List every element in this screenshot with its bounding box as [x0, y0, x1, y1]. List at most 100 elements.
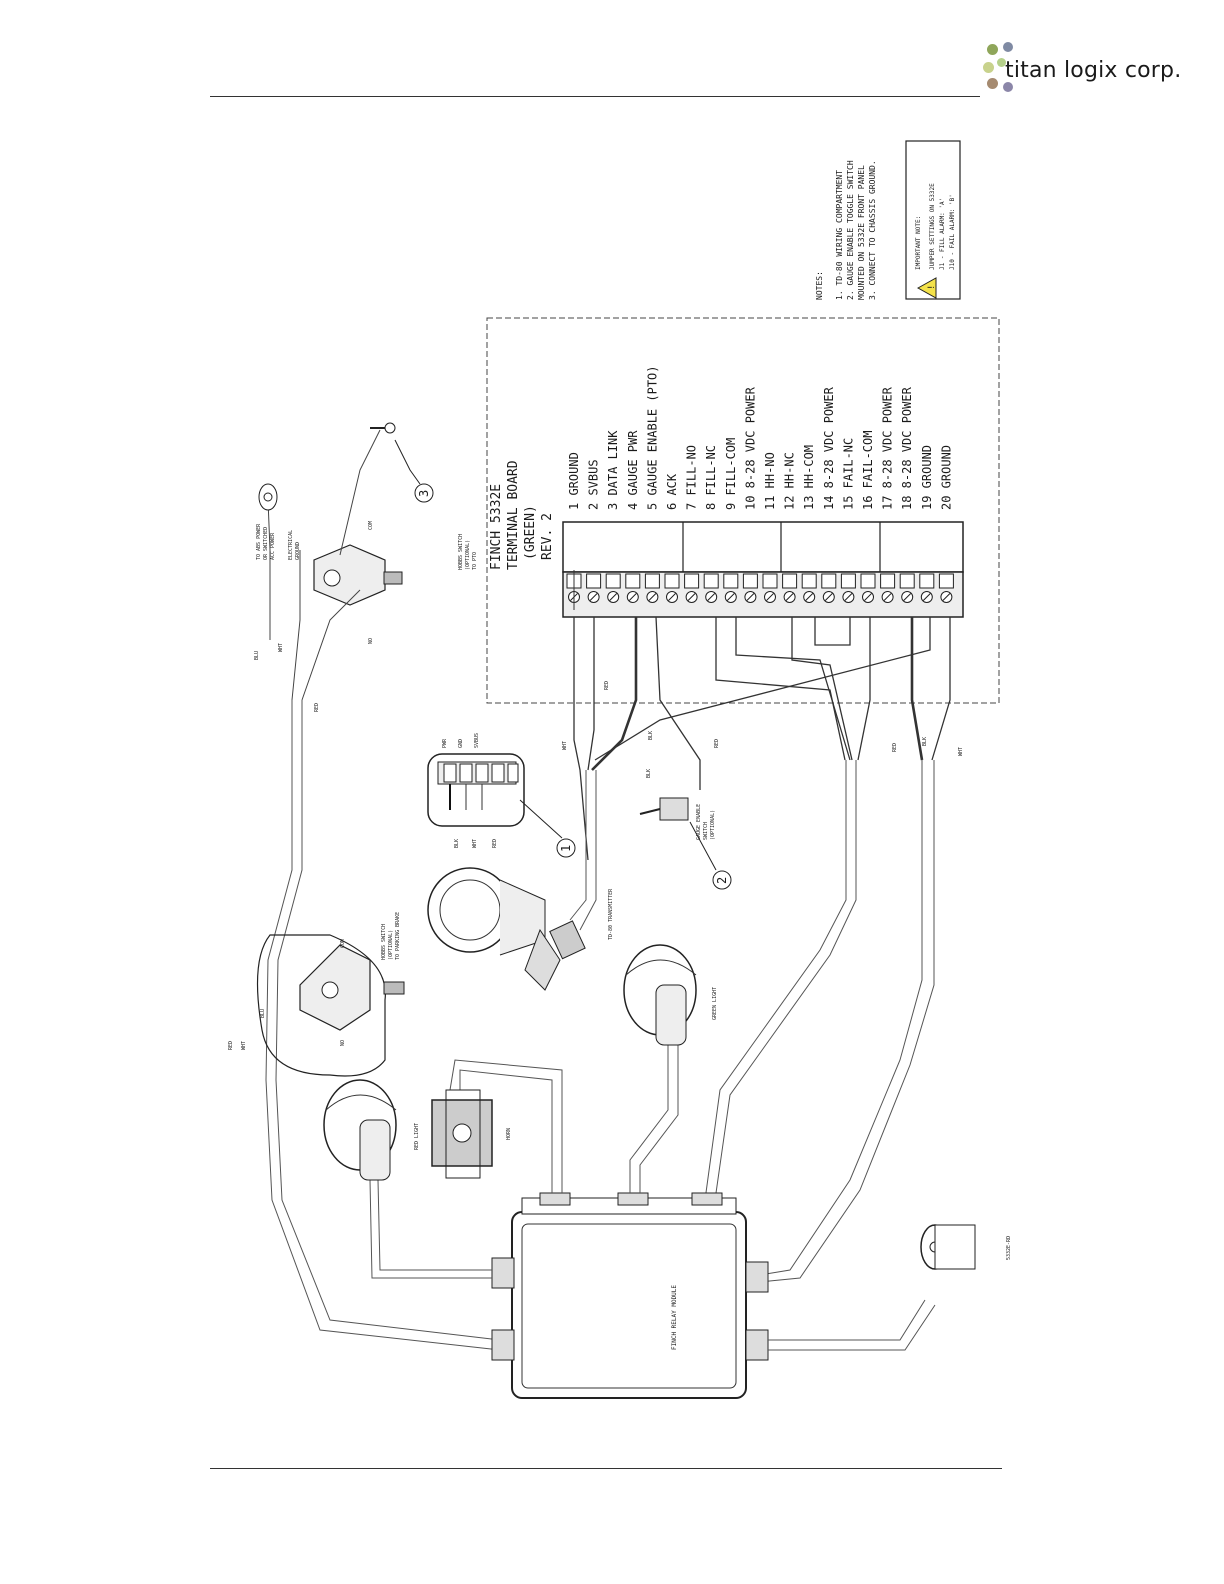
terminal-screw-slot: [668, 593, 676, 601]
terminal-housing: [644, 573, 660, 589]
terminal-housing: [684, 573, 700, 589]
important-line: JUMPER SETTINGS ON 5332E: [929, 183, 936, 270]
terminal-housing: [703, 573, 719, 589]
wire-label-wht: WHT: [278, 643, 284, 652]
compartment-svbus: SVBUS: [474, 733, 480, 748]
horn: HORN: [431, 1089, 512, 1179]
terminal-housing: [625, 573, 641, 589]
callouts: 3 1 2: [394, 439, 732, 890]
horn-label: HORN: [506, 1128, 512, 1140]
terminal-label: 11 HH-NO: [763, 452, 777, 510]
wire-label-red: RED: [892, 743, 898, 752]
callout-3: 3: [417, 490, 431, 497]
terminal-screw-slot: [864, 593, 872, 601]
footer-rule: [210, 1468, 1002, 1469]
hobbs-pto-label: HOBBS SWITCH (OPTIONAL) TO PTO: [458, 531, 478, 570]
gauge-switch-line: SWITCH: [703, 822, 709, 840]
terminal-screw-slot: [903, 593, 912, 601]
terminal-housing: [880, 573, 896, 589]
terminal-label: 7 FILL-NO: [685, 445, 699, 510]
important-line: J10 - FAIL ALARM: 'B': [949, 194, 956, 270]
terminal-screw-slot: [883, 593, 892, 601]
compartment-pwr: PWR: [442, 738, 448, 748]
terminal-label: 2 SVBUS: [587, 459, 601, 510]
important-line: J1 - FILL ALARM: 'A': [939, 198, 946, 270]
terminal-label: 13 HH-COM: [802, 445, 816, 510]
hobbs-brake-line: HOBBS SWITCH: [381, 924, 387, 960]
td80-label: TD-80 TRANSMITTER: [608, 888, 614, 940]
terminal-housing: [723, 573, 739, 589]
hobbs-brake-line: (OPTIONAL): [388, 930, 394, 960]
callout-2: 2: [715, 877, 729, 884]
terminal-screw-slot: [707, 593, 716, 601]
note-line: MOUNTED ON 5332E FRONT PANEL: [857, 165, 866, 300]
board-title: FINCH 5332E TERMINAL BOARD (GREEN) REV. …: [489, 460, 555, 570]
wire-labels: BLU WHT RED RED WHT BLU WHT RED BLK RED …: [228, 521, 964, 1050]
terminal-screw-slot: [628, 593, 637, 601]
terminal-screw-slot: [687, 593, 696, 601]
terminal-label: 12 HH-NC: [783, 452, 797, 510]
wire-label-blk: BLK: [922, 737, 928, 746]
terminal-label: 6 ACK: [665, 473, 679, 510]
company-name: titan logix corp.: [1005, 58, 1182, 83]
terminal-housing: [840, 573, 856, 589]
board-title-line: TERMINAL BOARD: [506, 460, 521, 570]
ground-label: ELECTRICAL GROUND: [288, 527, 301, 560]
callout-1: 1: [559, 845, 573, 852]
terminal-label: 4 GAUGE PWR: [626, 430, 640, 510]
wire-label-red: RED: [314, 703, 320, 712]
logo-dot: [987, 78, 998, 89]
power-line-text: ACC POWER: [270, 532, 276, 560]
terminal-screw-slot: [648, 593, 657, 601]
terminal-screw-slot: [589, 593, 598, 601]
logo-dot: [997, 58, 1006, 67]
terminal-screw-slot: [942, 593, 951, 601]
terminal-housing: [742, 573, 758, 589]
hobbs-switch-pto: HOBBS SWITCH (OPTIONAL) TO PTO: [313, 531, 478, 606]
terminal-block: [562, 521, 964, 618]
green-light: GREEN LIGHT: [623, 944, 718, 1046]
terminal-screw-slot: [726, 593, 735, 601]
gauge-switch-line: (OPTIONAL): [710, 810, 716, 840]
board-title-line: FINCH 5332E: [489, 484, 504, 570]
terminal-screw-slot: [805, 593, 814, 601]
green-light-label: GREEN LIGHT: [712, 987, 718, 1020]
terminal-screw-slot: [766, 593, 774, 601]
terminal-label: 10 8-28 VDC POWER: [743, 386, 757, 510]
terminal-housing: [762, 573, 778, 589]
board-wires: [573, 570, 951, 861]
note-line: 3. CONNECT TO CHASSIS GROUND.: [868, 160, 877, 300]
ground-line-text: GROUND: [295, 542, 301, 560]
cable-bundles: [265, 700, 935, 1351]
terminal-screw-slot: [922, 593, 931, 601]
terminal-com-label: COM: [340, 939, 346, 948]
relay-module-label: FINCH RELAY MODULE: [671, 1285, 678, 1350]
terminal-screw-slot: [824, 593, 833, 601]
wire-label-red: RED: [228, 1041, 234, 1050]
header-rule: [210, 96, 980, 97]
terminal-housing: [782, 573, 798, 589]
board-title-line: (GREEN): [523, 505, 538, 560]
wire-label-wht: WHT: [958, 747, 964, 756]
terminal-housing: [938, 573, 954, 589]
power-line-text: OR SWITCHED: [263, 527, 269, 560]
terminal-housing: [801, 573, 817, 589]
logo-dot: [983, 62, 994, 73]
terminal-no-label: NO: [340, 1040, 346, 1046]
wire-label-blk: BLK: [646, 769, 652, 778]
terminal-screws: [566, 573, 954, 603]
terminal-label: 1 GROUND: [567, 452, 581, 510]
terminal-housing: [899, 573, 915, 589]
wire-label-red: RED: [492, 839, 498, 848]
wire-label-red: RED: [604, 681, 610, 690]
wiring-compartment: PWR GND SVBUS: [427, 733, 525, 827]
wire-label-wht: WHT: [562, 741, 568, 750]
ground-line-text: ELECTRICAL: [288, 530, 294, 560]
terminal-label: 5 GAUGE ENABLE (PTO): [645, 366, 659, 511]
terminal-label: 16 FAIL-COM: [861, 431, 875, 510]
terminal-label: 20 GROUND: [939, 445, 953, 510]
terminal-screw-slot: [844, 593, 853, 601]
board-enclosure: [486, 317, 1000, 704]
note-line: 2. GAUGE ENABLE TOGGLE SWITCH: [846, 160, 855, 300]
